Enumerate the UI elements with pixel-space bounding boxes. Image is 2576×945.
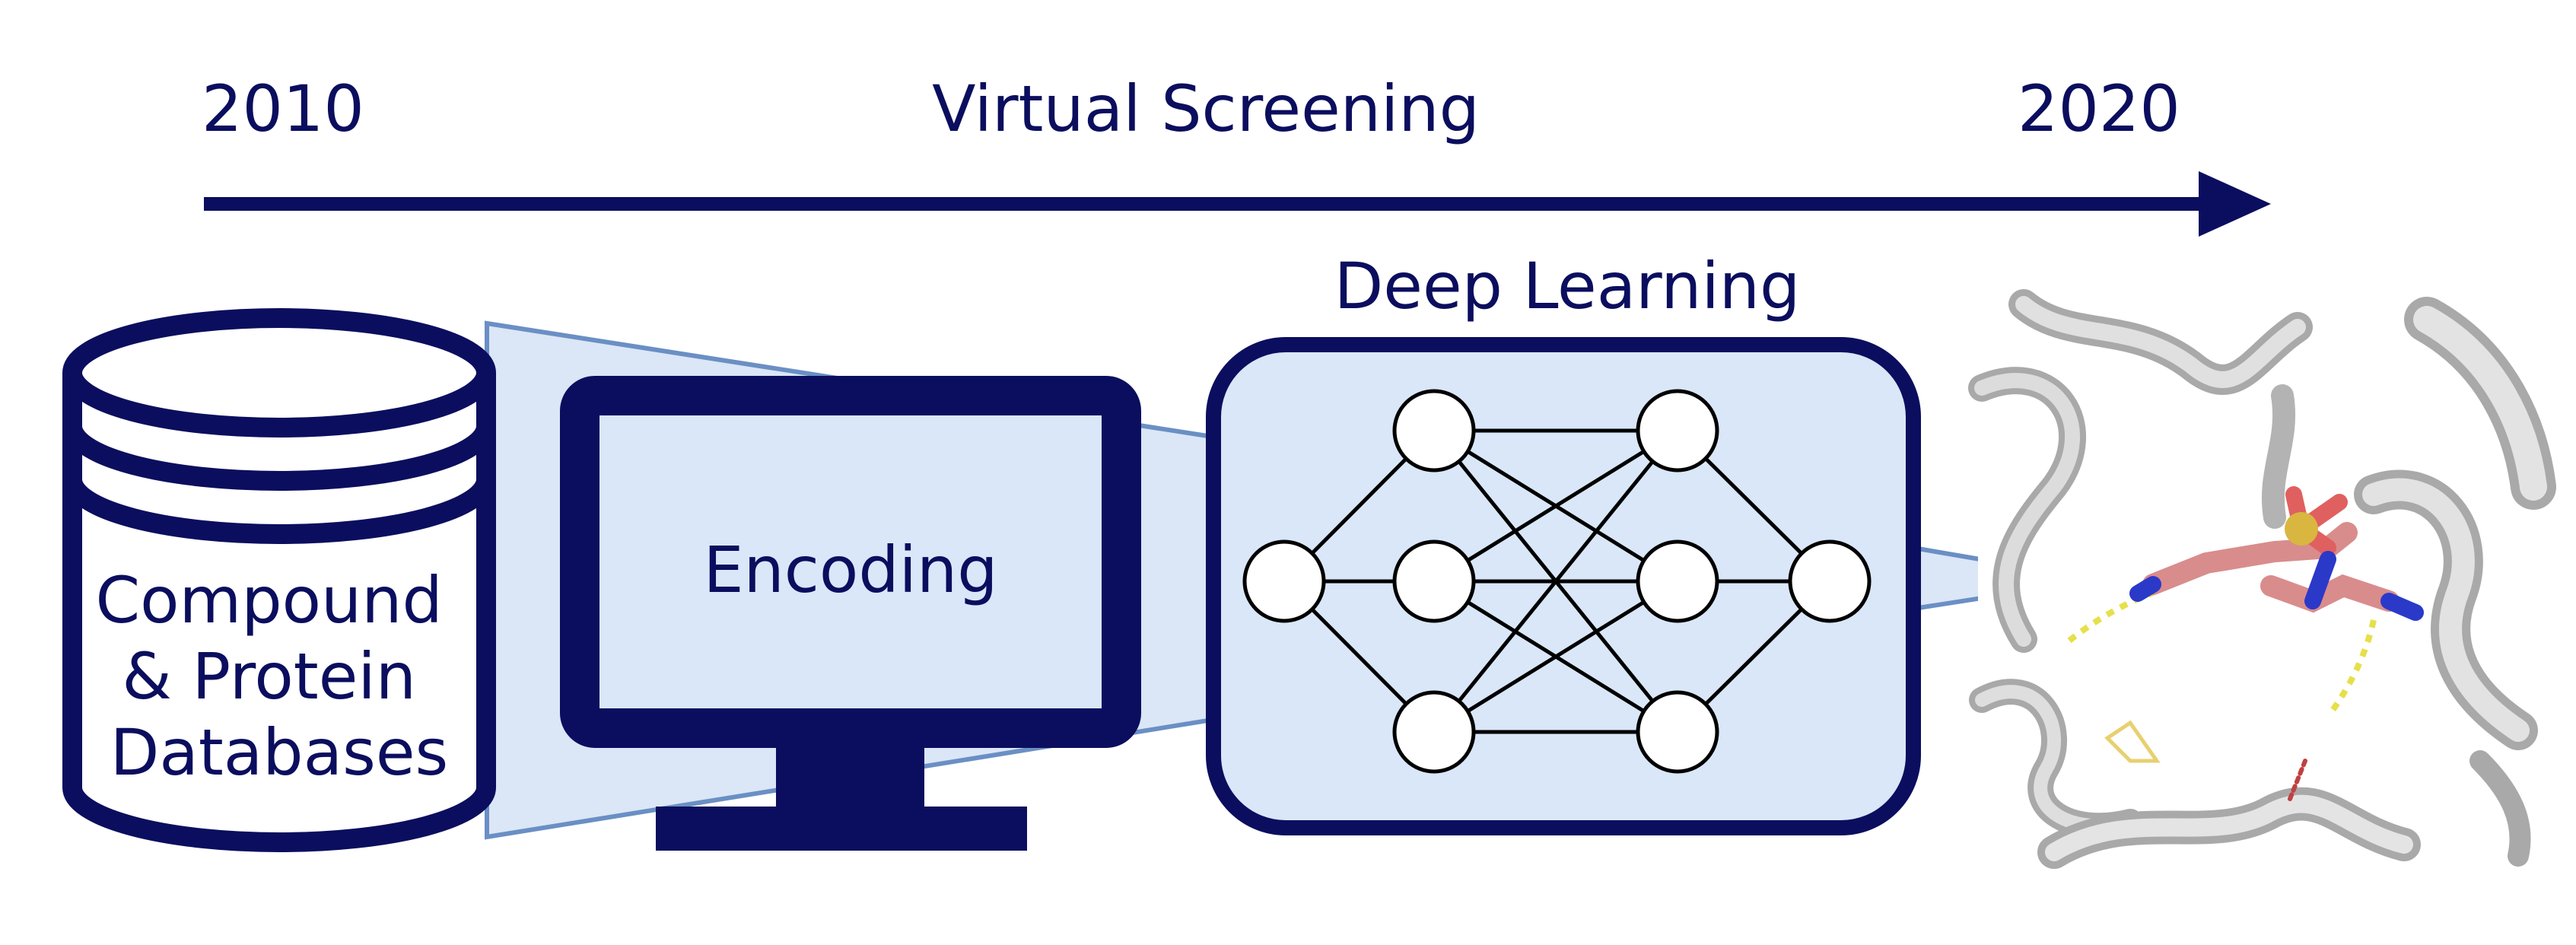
timeline-start-year: 2010 [202, 72, 364, 146]
sulfur-atom [2285, 512, 2318, 546]
deep-learning-box [1206, 337, 1921, 835]
hbond-2 [2329, 619, 2377, 714]
nn-node-l2-2 [1636, 690, 1719, 774]
nn-node-l2-0 [1636, 389, 1719, 473]
protein-ribbons [1968, 289, 2556, 869]
protein-structure-image [1968, 289, 2556, 869]
monitor-icon: Encoding [560, 376, 1141, 851]
timeline-end-year: 2020 [2018, 72, 2180, 146]
database-body [62, 373, 496, 852]
ribbon-7 [2261, 384, 2296, 529]
nn-node-l2-1 [1636, 539, 1719, 623]
timeline-title: Virtual Screening [932, 72, 1480, 146]
ribbon-1-hl [1974, 373, 2081, 647]
ribbon-3-hl [2413, 306, 2547, 501]
ribbon-2-hl [2015, 296, 2306, 388]
database-ring-2 [62, 478, 496, 544]
database-top [62, 308, 496, 438]
nn-node-l1-1 [1392, 539, 1476, 623]
nn-node-l0-0 [1242, 539, 1326, 623]
database-label-line-3: Databases [110, 715, 449, 790]
nn-edge-l1-2-1 [1433, 579, 1679, 734]
side-chain-red [2288, 759, 2307, 801]
side-chain-sticks [2104, 720, 2161, 763]
ligand-chain [2260, 574, 2399, 613]
database-cylinder-icon: Compound & Protein Databases [62, 308, 496, 852]
deep-learning-panel: Deep Learning [1206, 249, 1921, 835]
nitrogen-bonds [2129, 551, 2424, 621]
timeline-arrow-head [2199, 171, 2271, 237]
deep-learning-title: Deep Learning [1334, 249, 1801, 323]
database-label-line-1: Compound [95, 563, 442, 638]
timeline: 2010 Virtual Screening 2020 [202, 72, 2271, 237]
monitor-label: Encoding [703, 533, 997, 607]
nn-edge-l1-2-0 [1433, 429, 1679, 733]
nn-edge-l1-1-0 [1433, 428, 1679, 584]
ribbon-8 [2469, 750, 2531, 867]
monitor-screen [560, 376, 1141, 748]
database-label: Compound & Protein Databases [95, 563, 463, 790]
ribbon-4-hl [2362, 478, 2530, 742]
neural-network-nodes [1242, 389, 1872, 774]
database-label-line-2: & Protein [122, 639, 416, 714]
database-ring-1 [62, 425, 496, 491]
nn-node-l1-2 [1392, 690, 1476, 774]
ligand-sticks [2104, 486, 2424, 801]
ribbon-6-hl [2045, 794, 2413, 861]
nn-node-l1-0 [1392, 389, 1476, 473]
monitor-stand [656, 746, 1027, 851]
nn-node-l3-0 [1788, 539, 1872, 623]
